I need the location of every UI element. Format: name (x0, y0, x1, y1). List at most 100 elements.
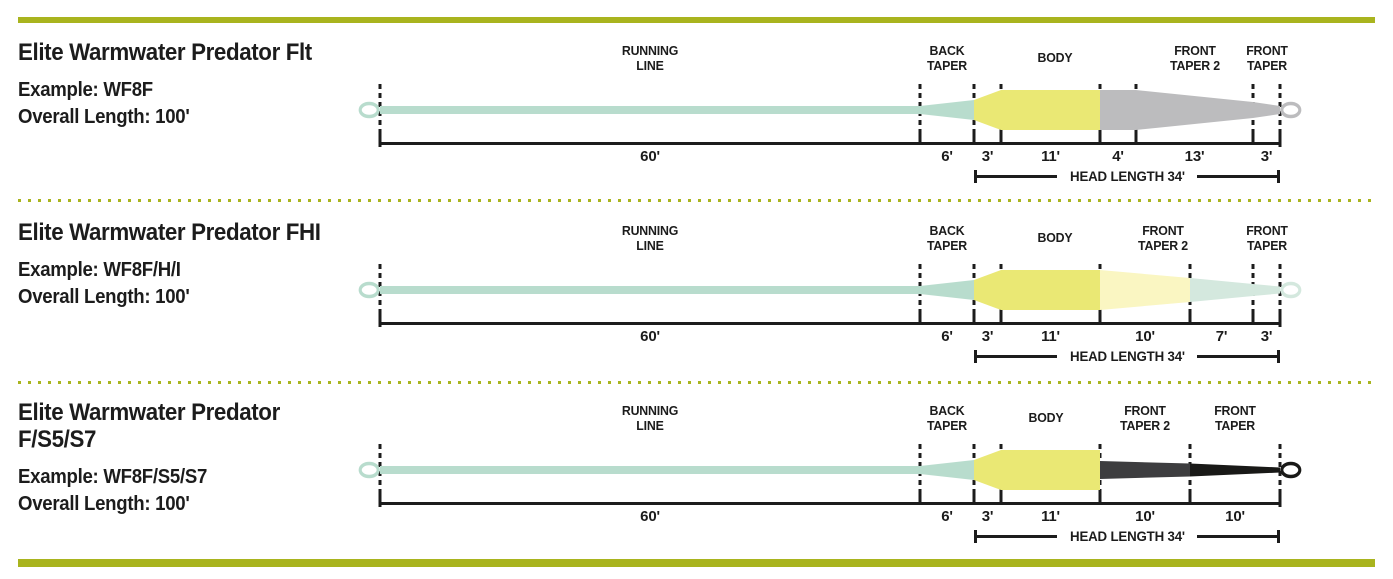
section-label-line: TAPER 2 (1120, 418, 1170, 433)
measurement-value: 6' (941, 328, 953, 345)
section-label-line: BODY (1037, 50, 1073, 66)
measurement-tick (1188, 311, 1192, 322)
overall-length-label: Overall Length: 100' (18, 105, 190, 128)
head-bracket-line (1197, 534, 1277, 538)
head-bracket-end-tick (1277, 349, 1280, 363)
line-loop-right (1280, 101, 1302, 119)
boundary-dashed-line (918, 264, 922, 325)
measurement-line (380, 142, 1280, 145)
example-label: Example: WF8F/S5/S7 (18, 465, 208, 488)
measurement-tick (1098, 491, 1102, 502)
example-label: Example: WF8F/H/I (18, 258, 181, 281)
head-length-bracket: HEAD LENGTH 34' (974, 168, 1280, 184)
section-label-line: BACK (929, 42, 965, 58)
head-bracket-end-tick (974, 529, 977, 543)
measurement-value: 3' (981, 328, 994, 345)
taper-segment-running-line-and-back-taper (380, 280, 974, 300)
section-label-line: FRONT (1124, 402, 1166, 418)
section-label-line: TAPER 2 (1138, 238, 1188, 253)
product-title-line: Elite Warmwater Predator FHI (18, 219, 321, 246)
section-label-line: LINE (636, 58, 664, 73)
section-label-line: FRONT (1173, 42, 1216, 58)
taper-segment-front-taper (1190, 278, 1280, 302)
line-profile-graphic (358, 450, 1302, 490)
section-label-line: BODY (1028, 410, 1064, 426)
section-label-line: TAPER (1214, 418, 1255, 433)
measurement-value: 10' (1135, 508, 1155, 525)
line-profile-graphic (358, 90, 1302, 130)
measurement-value: 4' (1112, 148, 1124, 165)
head-bracket-end-tick (1277, 529, 1280, 543)
head-bracket-line (1197, 174, 1277, 178)
taper-row: Elite Warmwater Predator FHI Example: WF8… (0, 210, 1393, 386)
head-length-label: HEAD LENGTH 34' (1069, 528, 1185, 544)
section-label-line: TAPER 2 (1169, 58, 1220, 73)
line-loop-left (358, 101, 380, 119)
taper-segment-front-taper-2-sink5 (1100, 461, 1190, 479)
measurement-tick (378, 490, 382, 507)
section-label: BODY (1029, 402, 1064, 434)
section-label-line: RUNNING (621, 402, 679, 418)
head-bracket-end-tick (974, 349, 977, 363)
product-title-line: Elite Warmwater Predator Flt (18, 39, 312, 66)
measurement-tick (918, 131, 922, 142)
measurement-tick (999, 131, 1003, 142)
boundary-dashed-line (918, 84, 922, 145)
measurement-value: 13' (1184, 148, 1205, 165)
measurement-value: 60' (640, 508, 660, 525)
head-bracket-line (977, 354, 1057, 358)
measurement-value: 7' (1215, 328, 1228, 345)
measurement-tick (918, 311, 922, 322)
taper-segment-front-taper-2 (1100, 270, 1190, 310)
measurement-value: 3' (1260, 328, 1273, 345)
line-loop-left (358, 281, 380, 299)
product-title-line: Elite Warmwater Predator (18, 399, 280, 426)
overall-length-label: Overall Length: 100' (18, 285, 190, 308)
measurement-value: 3' (981, 148, 994, 165)
section-label-line: BODY (1037, 230, 1073, 246)
taper-segment-running-line-and-back-taper (380, 460, 974, 480)
example-label: Example: WF8F (18, 78, 153, 101)
product-title: Elite Warmwater Predator Flt (18, 39, 390, 67)
section-label-line: TAPER (926, 58, 968, 73)
overall-length-label: Overall Length: 100' (18, 492, 190, 515)
measurement-tick (972, 311, 976, 322)
measurement-tick (1251, 131, 1255, 142)
section-label-line: TAPER (1246, 58, 1287, 73)
measurement-tick (1134, 131, 1138, 142)
measurement-tick (1251, 311, 1255, 322)
section-label-line: RUNNING (621, 42, 679, 58)
taper-segment-body (974, 90, 1100, 130)
taper-segment-front-taper-sink7 (1190, 463, 1280, 477)
row-divider-dotted (18, 381, 1375, 384)
taper-segment-body (974, 270, 1100, 310)
measurement-line (380, 502, 1280, 505)
line-loop-right (1280, 281, 1302, 299)
section-label-line: FRONT (1142, 222, 1184, 238)
boundary-dashed-line (1278, 264, 1282, 325)
measurement-tick (972, 491, 976, 502)
measurement-tick (918, 491, 922, 502)
head-bracket-line (1197, 354, 1277, 358)
top-accent-bar (18, 17, 1375, 23)
row-divider-dotted (18, 199, 1375, 202)
taper-segment-front-tapers (1100, 90, 1280, 130)
measurement-value: 10' (1135, 328, 1155, 345)
measurement-value: 3' (1260, 148, 1273, 165)
measurement-value: 60' (640, 148, 660, 165)
section-label-line: BACK (929, 222, 965, 238)
product-title-line: F/S5/S7 (18, 425, 97, 453)
